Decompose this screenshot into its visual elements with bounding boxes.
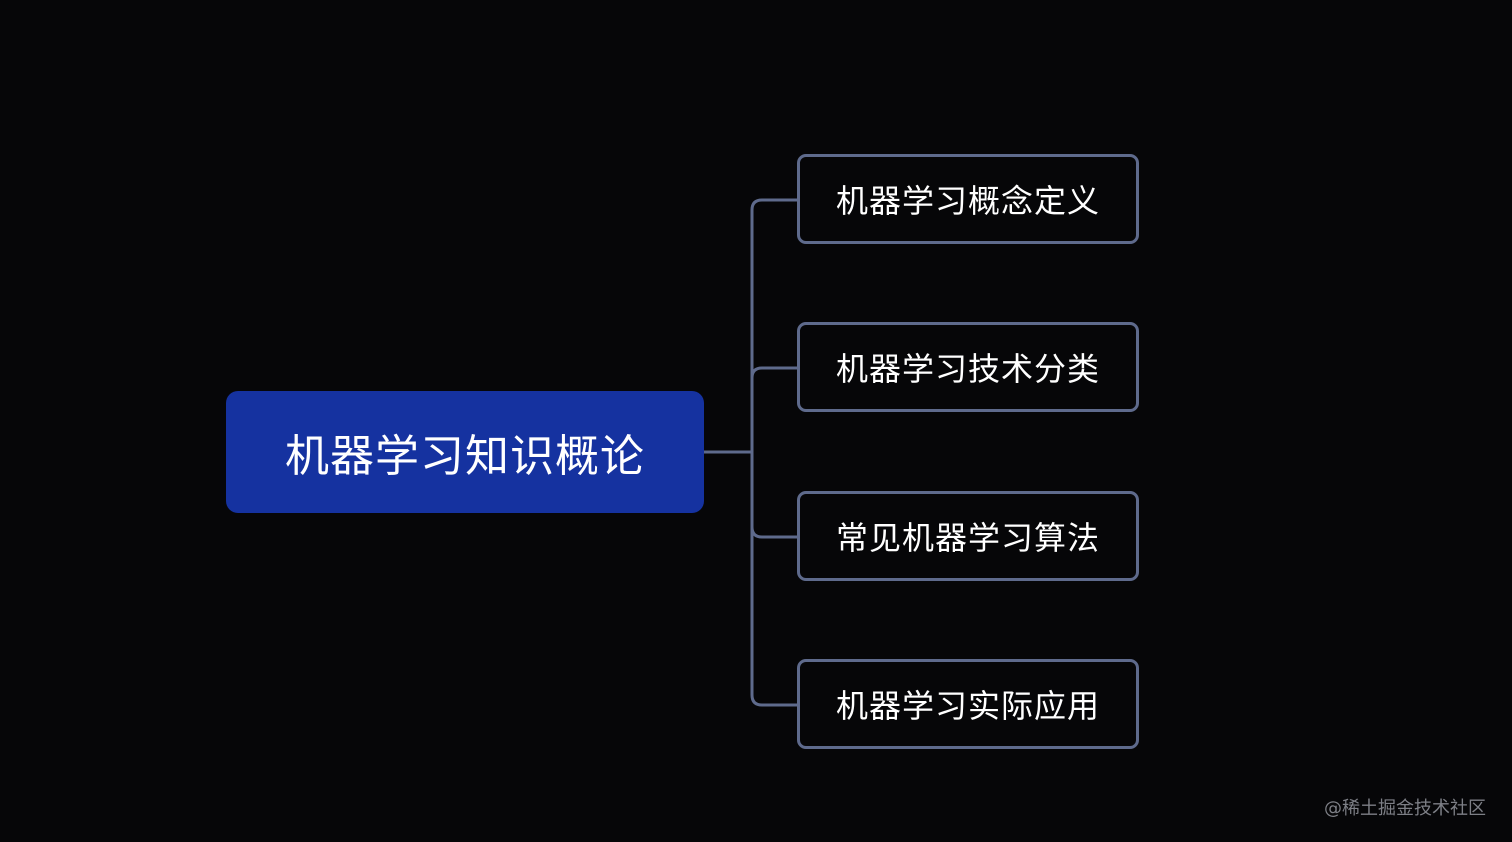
child-node-label: 机器学习实际应用 xyxy=(835,687,1100,725)
watermark: @稀土掘金技术社区 xyxy=(1324,798,1486,819)
child-node-concept-definition[interactable]: 机器学习概念定义 xyxy=(797,154,1139,244)
root-node[interactable]: 机器学习知识概论 xyxy=(226,391,704,513)
child-node-common-algorithms[interactable]: 常见机器学习算法 xyxy=(797,491,1139,581)
root-node-label: 机器学习知识概论 xyxy=(285,431,645,482)
child-node-practical-applications[interactable]: 机器学习实际应用 xyxy=(797,659,1139,749)
child-node-label: 机器学习技术分类 xyxy=(835,350,1100,388)
connector-branch-1 xyxy=(750,198,797,452)
connector-branch-2 xyxy=(750,366,797,379)
connector-branch-3 xyxy=(750,526,797,539)
child-node-label: 机器学习概念定义 xyxy=(835,182,1100,220)
child-node-technique-classification[interactable]: 机器学习技术分类 xyxy=(797,322,1139,412)
child-node-label: 常见机器学习算法 xyxy=(835,519,1100,557)
connector-branch-4 xyxy=(750,452,797,707)
